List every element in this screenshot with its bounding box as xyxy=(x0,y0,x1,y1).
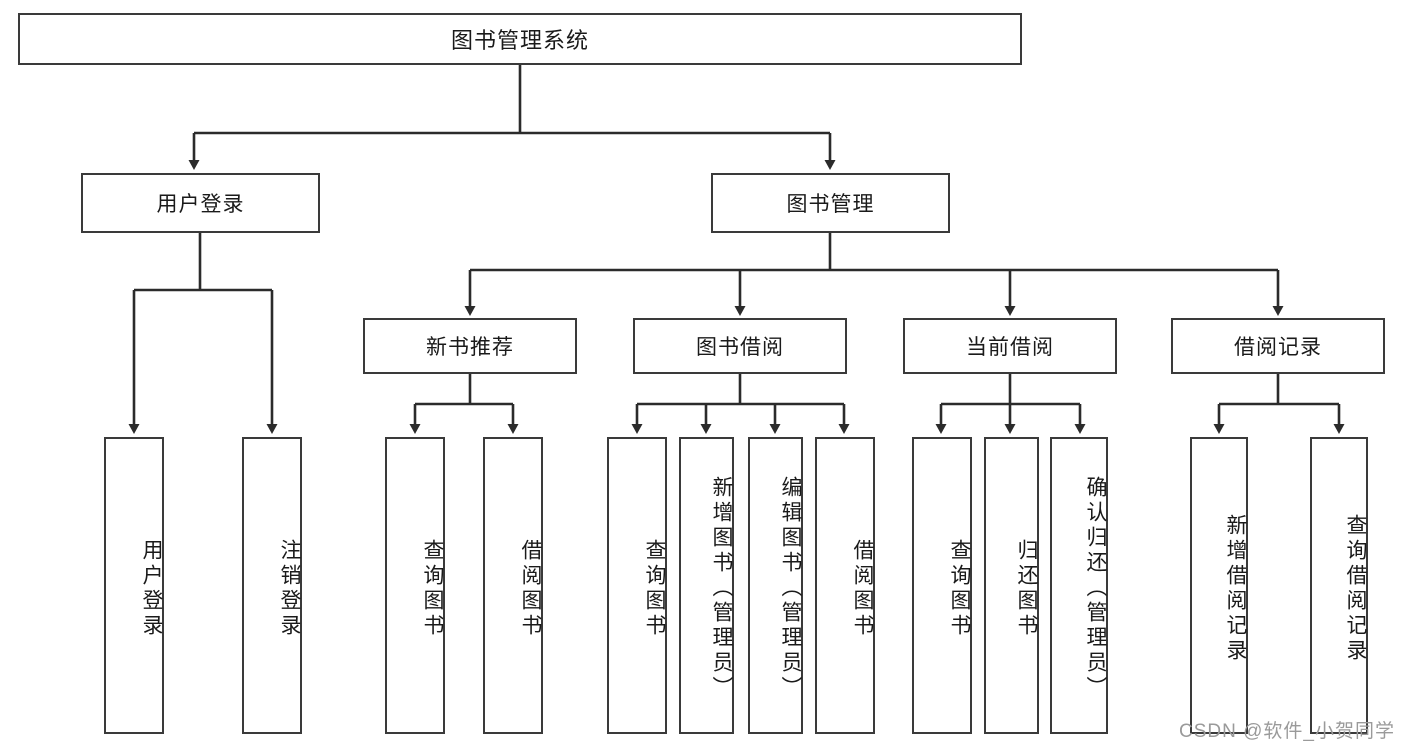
leaf-borrow-book[interactable]: 借阅图书 xyxy=(815,437,875,734)
node-root-system[interactable]: 图书管理系统 xyxy=(18,13,1022,65)
leaf-borrow-book-recommend[interactable]: 借阅图书 xyxy=(483,437,543,734)
node-current-borrow[interactable]: 当前借阅 xyxy=(903,318,1117,374)
leaf-add-borrow-record[interactable]: 新增借阅记录 xyxy=(1190,437,1248,734)
node-book-management[interactable]: 图书管理 xyxy=(711,173,950,233)
leaf-edit-book-admin[interactable]: 编辑图书（管理员） xyxy=(748,437,803,734)
node-book-borrow[interactable]: 图书借阅 xyxy=(633,318,847,374)
leaf-return-book[interactable]: 归还图书 xyxy=(984,437,1039,734)
leaf-query-borrow-record[interactable]: 查询借阅记录 xyxy=(1310,437,1368,734)
watermark-text: CSDN @软件_小贺同学 xyxy=(1179,721,1395,742)
node-new-book-recommend[interactable]: 新书推荐 xyxy=(363,318,577,374)
leaf-query-book-borrow[interactable]: 查询图书 xyxy=(607,437,667,734)
leaf-user-login[interactable]: 用户登录 xyxy=(104,437,164,734)
leaf-query-book-recommend[interactable]: 查询图书 xyxy=(385,437,445,734)
leaf-logout[interactable]: 注销登录 xyxy=(242,437,302,734)
leaf-add-book-admin[interactable]: 新增图书（管理员） xyxy=(679,437,734,734)
leaf-confirm-return-admin[interactable]: 确认归还（管理员） xyxy=(1050,437,1108,734)
leaf-query-book-current[interactable]: 查询图书 xyxy=(912,437,972,734)
node-borrow-records[interactable]: 借阅记录 xyxy=(1171,318,1385,374)
node-user-login[interactable]: 用户登录 xyxy=(81,173,320,233)
